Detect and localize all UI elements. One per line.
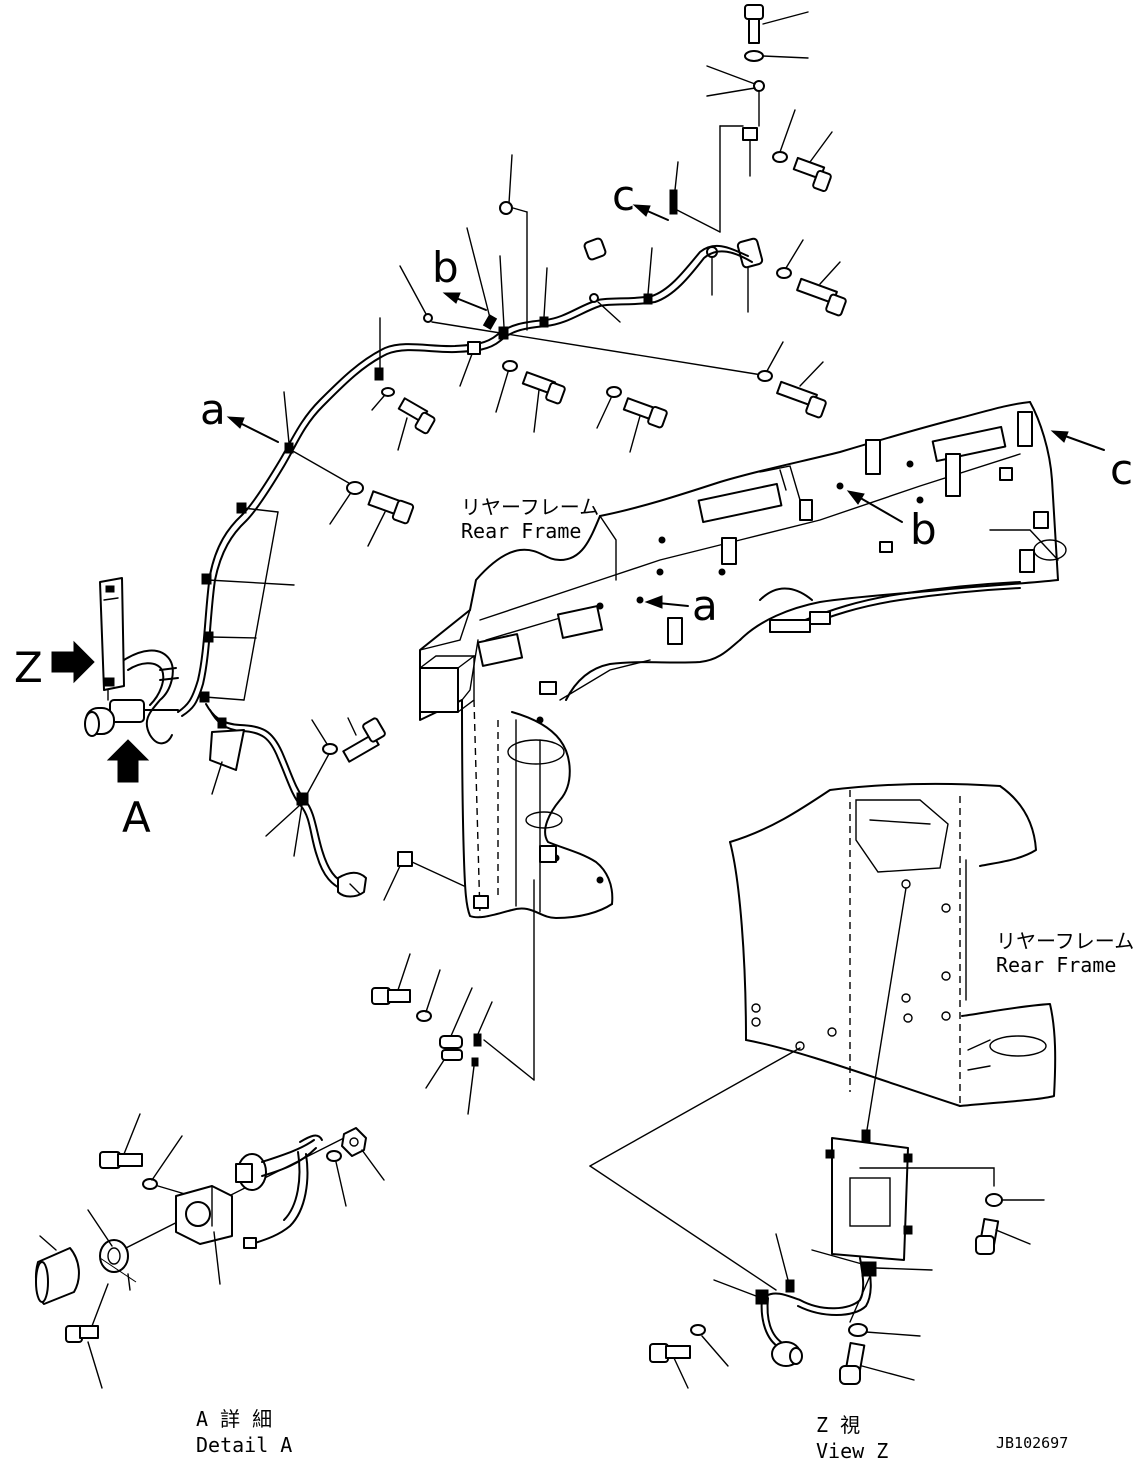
view-z-mark: Z xyxy=(14,643,43,692)
rear-frame-label-en-viewz: Rear Frame xyxy=(996,953,1116,977)
detail-a-title-jp: A 詳 細 xyxy=(196,1407,272,1431)
left-controller-assembly xyxy=(84,577,179,745)
ref-arrow-b-right: b xyxy=(846,490,937,554)
drawing-number: JB102697 xyxy=(996,1434,1068,1452)
view-z-title-jp: Z 視 xyxy=(816,1413,860,1437)
view-z-arrow: Z xyxy=(14,640,95,692)
ref-label-c-right: c xyxy=(1110,445,1133,494)
ref-label-a-right: a xyxy=(692,581,718,630)
ref-arrow-c-left: c xyxy=(612,171,669,221)
ref-label-b-left: b xyxy=(432,243,459,292)
view-z-controller xyxy=(589,1047,1045,1389)
detail-a-arrow: A xyxy=(106,739,151,842)
ref-arrow-a-right: a xyxy=(644,581,718,630)
ref-arrow-b-left: b xyxy=(432,243,487,311)
detail-a-title-en: Detail A xyxy=(196,1433,292,1457)
detail-a-mark: A xyxy=(122,793,151,842)
ref-label-b-right: b xyxy=(910,505,937,554)
upper-harness xyxy=(177,154,827,717)
view-z-title-en: View Z xyxy=(816,1439,888,1463)
detail-a-assembly xyxy=(35,1113,385,1389)
lower-frame-bolt-stack xyxy=(371,879,535,1115)
rear-frame-label-en-main: Rear Frame xyxy=(461,519,581,543)
rear-frame-label-jp-viewz: リヤーフレーム xyxy=(996,929,1134,953)
rear-frame-label-jp-main: リヤーフレーム xyxy=(461,495,599,519)
top-bolt-stack xyxy=(706,4,833,233)
lower-harness-branch xyxy=(205,703,386,898)
ref-arrow-a-left: a xyxy=(200,385,279,443)
view-z-frame xyxy=(729,782,1057,1137)
ref-label-c-left: c xyxy=(612,171,635,220)
ref-label-a-left: a xyxy=(200,385,226,434)
ref-arrow-c-right: c xyxy=(1050,430,1133,494)
rear-frame-main xyxy=(383,401,1067,919)
